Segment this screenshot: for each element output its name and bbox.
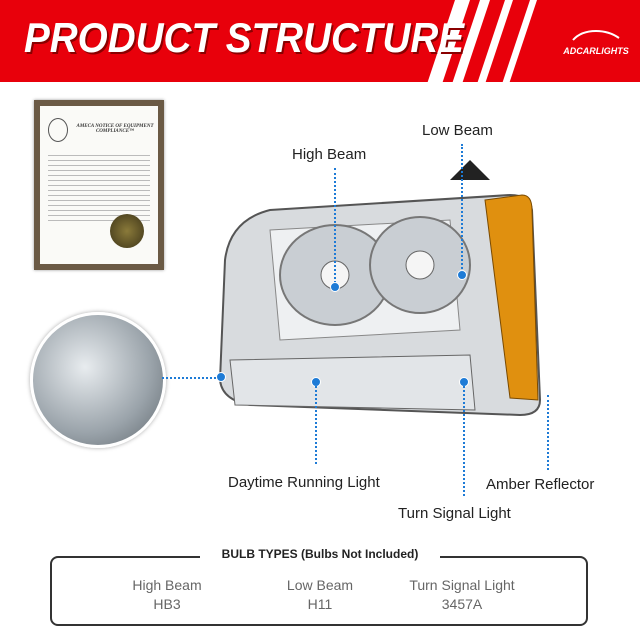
bulb-name: Turn Signal Light	[409, 577, 515, 593]
callout-line	[162, 377, 220, 379]
callout-line	[334, 168, 336, 283]
bulb-turn-signal: Turn Signal Light 3457A	[382, 576, 542, 614]
callout-dot	[457, 270, 467, 280]
certificate-text	[48, 151, 150, 221]
callout-line	[461, 144, 463, 272]
callout-dot	[216, 372, 226, 382]
callout-high-beam: High Beam	[292, 146, 367, 163]
car-logo-icon	[572, 29, 620, 41]
bulb-name: High Beam	[132, 577, 202, 593]
callout-line	[315, 386, 317, 464]
brand-name: ADCARLIGHTS	[563, 46, 629, 56]
page-title: PRODUCT STRUCTURE	[24, 14, 465, 61]
callout-amber-reflector: Amber Reflector	[486, 476, 595, 493]
callout-low-beam: Low Beam	[422, 122, 493, 139]
callout-line	[547, 395, 549, 470]
bulb-type: 3457A	[441, 596, 483, 612]
certificate-image: AMECA NOTICE OF EQUIPMENT COMPLIANCE™	[34, 100, 164, 270]
callout-turn-signal: Turn Signal Light	[398, 505, 511, 522]
callout-dot	[330, 282, 340, 292]
certificate-title: AMECA NOTICE OF EQUIPMENT COMPLIANCE™	[76, 124, 154, 134]
callout-drl: Daytime Running Light	[228, 474, 380, 491]
bulb-type: H11	[307, 596, 333, 612]
detail-zoom-inset	[30, 312, 166, 448]
header-banner	[0, 0, 640, 82]
bulb-type: HB3	[153, 596, 181, 612]
callout-line	[463, 386, 465, 496]
bulb-name: Low Beam	[286, 577, 354, 593]
gold-seal-icon	[110, 214, 144, 248]
bulb-types-title: BULB TYPES (Bulbs Not Included)	[200, 547, 440, 561]
ameca-seal-icon	[48, 118, 68, 142]
brand-logo: ADCARLIGHTS	[556, 28, 636, 56]
headlight-image	[218, 160, 542, 417]
